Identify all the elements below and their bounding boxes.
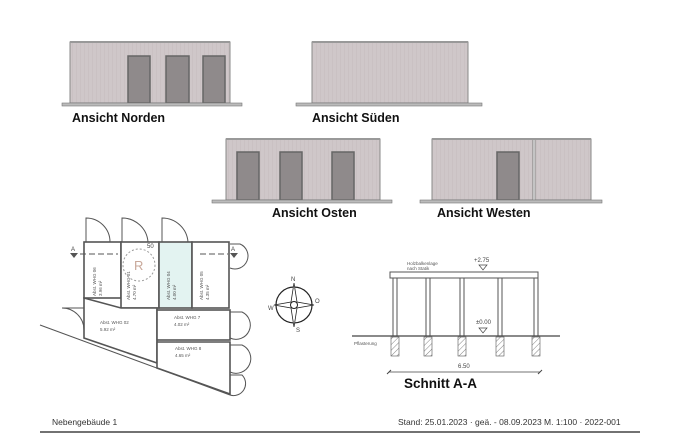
svg-text:4.70 m²: 4.70 m²: [132, 284, 137, 300]
room-label: Abst. WHG 05: [199, 271, 204, 300]
room-whg-05: [191, 241, 230, 309]
door: [165, 55, 190, 104]
section-a-a: Holzbalkenlage nach Statik +2.75 ±0.00 P…: [352, 258, 560, 391]
svg-text:4.02 m²: 4.02 m²: [174, 322, 190, 327]
level-zero: ±0.00: [476, 320, 492, 326]
door: [236, 151, 260, 201]
label-south: Ansicht Süden: [312, 111, 400, 125]
label-east: Ansicht Osten: [272, 206, 357, 220]
room-label: Abst. WHG 7: [174, 315, 201, 320]
label-north: Ansicht Norden: [72, 111, 165, 125]
room-whg-7: [156, 309, 231, 341]
door: [496, 151, 520, 201]
room-label: Abst. WHG 8: [175, 346, 202, 351]
svg-text:4.00 m²: 4.00 m²: [172, 284, 177, 300]
section-marker-left: A: [70, 247, 118, 258]
elevation-north: Ansicht Norden: [61, 41, 243, 125]
radius-symbol: R: [134, 258, 143, 273]
elevation-south: Ansicht Süden: [295, 41, 483, 125]
room-label: Abst. WHG 04: [166, 271, 171, 300]
room-label: Abst. WHG 06: [92, 267, 97, 296]
compass-rose: N O S W: [268, 277, 320, 334]
compass-o: O: [315, 299, 320, 305]
svg-text:3.96 m²: 3.96 m²: [98, 280, 103, 296]
section-width: 6.50: [458, 364, 470, 370]
svg-text:5.92 m²: 5.92 m²: [100, 327, 116, 332]
svg-text:nach Statik: nach Statik: [407, 266, 430, 271]
door: [279, 151, 303, 201]
svg-text:4.35 m²: 4.35 m²: [205, 284, 210, 300]
title-block: Nebengebäude 1 Stand: 25.01.2023 · geä. …: [40, 417, 640, 433]
footer-building: Nebengebäude 1: [52, 417, 118, 427]
level-top: +2.75: [474, 258, 490, 264]
room-whg-02: [83, 296, 158, 365]
door: [202, 55, 226, 104]
label-west: Ansicht Westen: [437, 206, 531, 220]
room-label: Abst. WHG 01: [126, 271, 131, 300]
elevation-west: Ansicht Westen: [419, 138, 603, 220]
paving-label: Pflasterung: [354, 341, 377, 346]
plan-dimension: 50: [147, 244, 154, 250]
svg-text:4.65 m²: 4.65 m²: [175, 353, 191, 358]
section-marker-right: A: [200, 247, 238, 258]
compass-s: S: [296, 328, 300, 334]
footer-info: Stand: 25.01.2023 · geä. - 08.09.2023 M.…: [398, 417, 621, 427]
compass-w: W: [268, 306, 274, 312]
svg-text:A: A: [231, 247, 235, 253]
compass-n: N: [291, 277, 295, 283]
beam-note: Holzbalkenlage: [407, 261, 438, 266]
room-whg-8: [156, 341, 231, 396]
door: [127, 55, 151, 104]
elevation-east: Ansicht Osten: [211, 138, 393, 220]
room-label: Abst. WHG 02: [100, 320, 129, 325]
door: [331, 151, 355, 201]
section-title: Schnitt A-A: [404, 376, 477, 391]
svg-text:A: A: [71, 247, 75, 253]
